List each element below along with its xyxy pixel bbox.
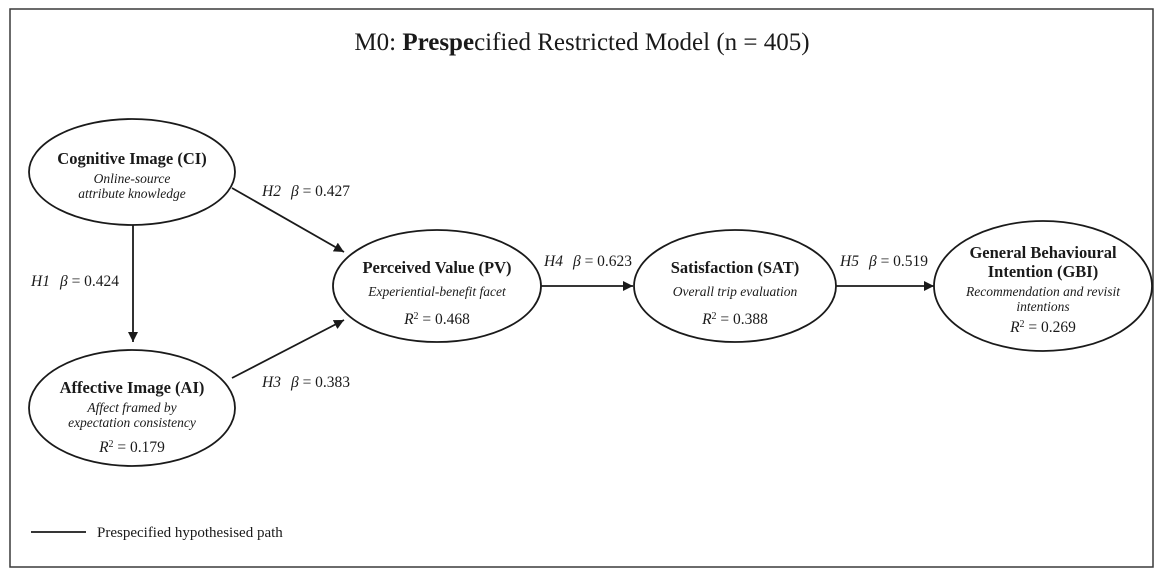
- node-title: Intention (GBI): [988, 262, 1098, 281]
- node-r-squared: R2 = 0.468: [403, 311, 470, 329]
- node-cognitive-image: Cognitive Image (CI) Online-source attri…: [28, 118, 236, 226]
- node-r-squared: R2 = 0.269: [1009, 319, 1076, 337]
- node-title: Perceived Value (PV): [362, 258, 511, 277]
- node-title: Affective Image (AI): [60, 378, 205, 397]
- node-ellipse: [332, 229, 542, 343]
- node-r-squared: R2 = 0.388: [701, 311, 768, 329]
- node-ellipse: [28, 349, 236, 467]
- path-arrow-h3: [231, 319, 345, 379]
- path-arrow-h2: [231, 187, 345, 253]
- node-affective-image: Affective Image (AI) Affect framed by ex…: [28, 349, 236, 467]
- diagram-title: M0: Prespecified Restricted Model (n = 4…: [354, 29, 809, 56]
- node-title: Cognitive Image (CI): [57, 149, 206, 168]
- legend: Prespecified hypothesised path: [31, 525, 283, 541]
- node-description: Recommendation and revisit: [965, 284, 1121, 299]
- node-description: intentions: [1016, 299, 1069, 314]
- node-title: Satisfaction (SAT): [671, 258, 800, 277]
- node-general-behavioural-intention: General Behavioural Intention (GBI) Reco…: [933, 220, 1153, 352]
- node-perceived-value: Perceived Value (PV) Experiential-benefi…: [332, 229, 542, 343]
- node-ellipse: [933, 220, 1153, 352]
- node-description: Experiential-benefit facet: [367, 284, 507, 299]
- node-description: Affect framed by: [86, 400, 176, 415]
- node-ellipse: [28, 118, 236, 226]
- node-description: Overall trip evaluation: [673, 284, 798, 299]
- node-ellipse: [633, 229, 837, 343]
- node-title: General Behavioural: [969, 243, 1117, 262]
- node-satisfaction: Satisfaction (SAT) Overall trip evaluati…: [633, 229, 837, 343]
- node-r-squared: R2 = 0.179: [98, 439, 165, 457]
- node-description: attribute knowledge: [78, 186, 186, 201]
- legend-label: Prespecified hypothesised path: [97, 525, 283, 541]
- diagram-frame: [9, 8, 1154, 568]
- node-description: expectation consistency: [68, 415, 196, 430]
- node-description: Online-source: [94, 171, 171, 186]
